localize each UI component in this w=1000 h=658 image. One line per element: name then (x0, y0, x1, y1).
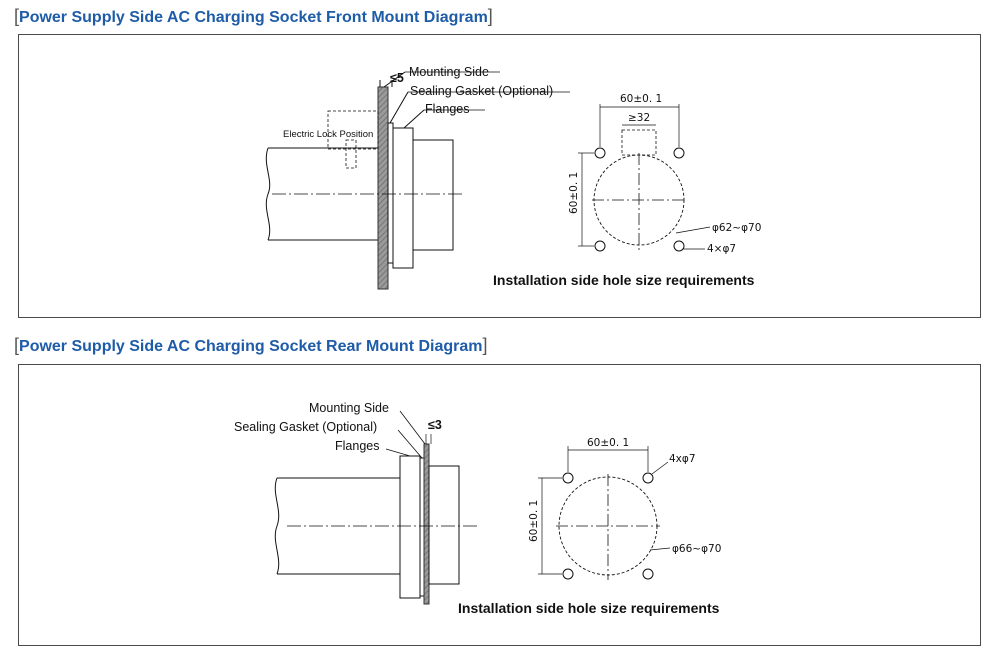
front-side-view (265, 71, 570, 290)
rear-leader-diameter (649, 547, 671, 551)
front-mount-title-text: Power Supply Side AC Charging Socket Fro… (19, 9, 488, 26)
front-dim-diameter-label: φ62~φ70 (712, 222, 761, 234)
right-bracket: ] (487, 6, 493, 26)
rear-dim-height-label: 60±0. 1 (528, 500, 540, 542)
rear-mount-title: [Power Supply Side AC Charging Socket Re… (14, 335, 488, 356)
front-hole-tl (594, 147, 606, 159)
rear-flange (399, 455, 421, 599)
front-leader-mounting (383, 71, 406, 88)
front-leader-flange (403, 109, 425, 129)
front-dim-height-label: 60±0. 1 (568, 172, 580, 214)
rear-cable-break (274, 477, 280, 575)
rear-mounting-panel (423, 443, 430, 605)
front-sealing-gasket (387, 122, 394, 264)
rear-leader-flange (385, 448, 411, 457)
rear-hole-tr (642, 472, 654, 484)
front-mount-title: [Power Supply Side AC Charging Socket Fr… (14, 6, 493, 27)
front-cable-break (265, 147, 271, 241)
rear-mounting-side-label: Mounting Side (309, 401, 389, 415)
rear-dim-holes-label: 4xφ7 (669, 453, 696, 465)
front-mount-panel (18, 34, 981, 318)
rear-sealing-gasket-label: Sealing Gasket (Optional) (234, 420, 377, 434)
front-notch (621, 129, 657, 156)
front-hole-diagram (578, 104, 711, 252)
rear-leader-gasket (397, 429, 423, 459)
rear-hole-br (642, 568, 654, 580)
front-electric-lock-box (327, 110, 379, 150)
right-bracket: ] (482, 335, 488, 355)
rear-sealing-gasket (419, 457, 425, 597)
front-flanges-label: Flanges (425, 102, 469, 116)
rear-flanges-label: Flanges (335, 439, 379, 453)
rear-mount-panel (18, 364, 981, 646)
rear-hole-bl (562, 568, 574, 580)
rear-caption: Installation side hole size requirements (458, 600, 720, 616)
front-mounting-side-label: Mounting Side (409, 65, 489, 79)
rear-leader-mounting (399, 410, 426, 445)
front-dim-holes-label: 4×φ7 (707, 243, 736, 255)
front-leader-gasket (389, 91, 409, 124)
left-bracket: [ (14, 335, 20, 355)
left-bracket: [ (14, 6, 20, 26)
rear-le3-label: ≤3 (428, 418, 442, 432)
rear-hole-diagram (538, 446, 671, 580)
front-electric-lock-label: Electric Lock Position (283, 129, 373, 140)
rear-mount-title-text: Power Supply Side AC Charging Socket Rea… (19, 338, 483, 355)
rear-socket-body (428, 465, 460, 585)
front-flange (392, 127, 414, 269)
front-caption: Installation side hole size requirements (493, 272, 755, 288)
rear-dim-diameter-label: φ66~φ70 (672, 543, 721, 555)
front-mounting-panel (377, 86, 389, 290)
front-hole-tr (673, 147, 685, 159)
front-hole-br (673, 240, 685, 252)
front-leader-diameter (675, 226, 711, 234)
front-dim-width-label: 60±0. 1 (620, 93, 662, 105)
front-hole-bl (594, 240, 606, 252)
front-socket-body (412, 139, 454, 251)
front-le5-label: ≤5 (390, 71, 404, 85)
rear-leader-holes (651, 461, 669, 475)
front-sealing-gasket-label: Sealing Gasket (Optional) (410, 84, 553, 98)
rear-side-view (274, 410, 480, 605)
rear-hole-tl (562, 472, 574, 484)
front-dim-min-label: ≥32 (628, 112, 650, 124)
front-electric-lock-pin (345, 139, 357, 169)
rear-dim-width-label: 60±0. 1 (587, 437, 629, 449)
